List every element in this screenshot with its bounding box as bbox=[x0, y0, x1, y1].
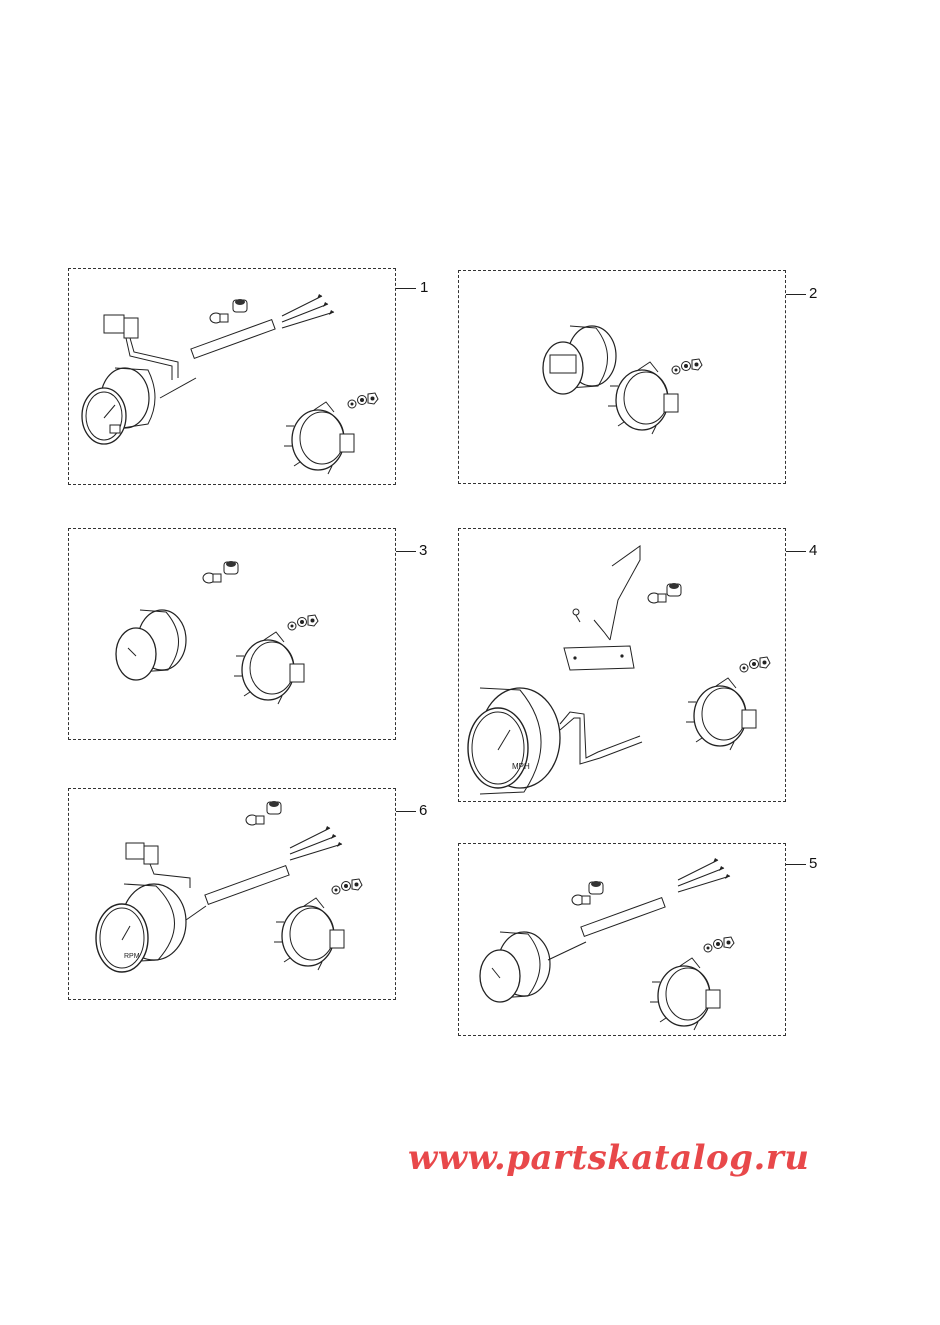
callout-line-1 bbox=[396, 288, 416, 289]
kit-4-parts: MPH bbox=[467, 545, 771, 795]
callout-number-4: 4 bbox=[809, 542, 818, 559]
callout-line-6 bbox=[396, 811, 416, 812]
callout-number-2: 2 bbox=[809, 285, 818, 302]
watermark-text: www.partskatalog.ru bbox=[408, 1138, 810, 1178]
callout-number-6: 6 bbox=[419, 802, 428, 819]
kit-box-4 bbox=[458, 528, 786, 802]
kit-2-parts bbox=[542, 325, 703, 435]
kit-3-parts bbox=[115, 560, 319, 705]
kit-box-2 bbox=[458, 270, 786, 484]
rpm-label: RPM bbox=[124, 953, 140, 960]
callout-line-2 bbox=[786, 294, 806, 295]
callout-number-5: 5 bbox=[809, 855, 818, 872]
kit-box-3 bbox=[68, 528, 396, 740]
kit-1-parts bbox=[81, 293, 379, 475]
mph-label: MPH bbox=[512, 762, 530, 771]
kit-box-5 bbox=[458, 843, 786, 1036]
kit-5-parts bbox=[479, 857, 735, 1031]
kit-box-6 bbox=[68, 788, 396, 1000]
callout-number-3: 3 bbox=[419, 542, 428, 559]
callout-line-3 bbox=[396, 551, 416, 552]
kit-6-parts: RPM bbox=[95, 800, 363, 973]
callout-number-1: 1 bbox=[420, 279, 429, 296]
callout-line-5 bbox=[786, 864, 806, 865]
callout-line-4 bbox=[786, 551, 806, 552]
kit-box-1 bbox=[68, 268, 396, 485]
